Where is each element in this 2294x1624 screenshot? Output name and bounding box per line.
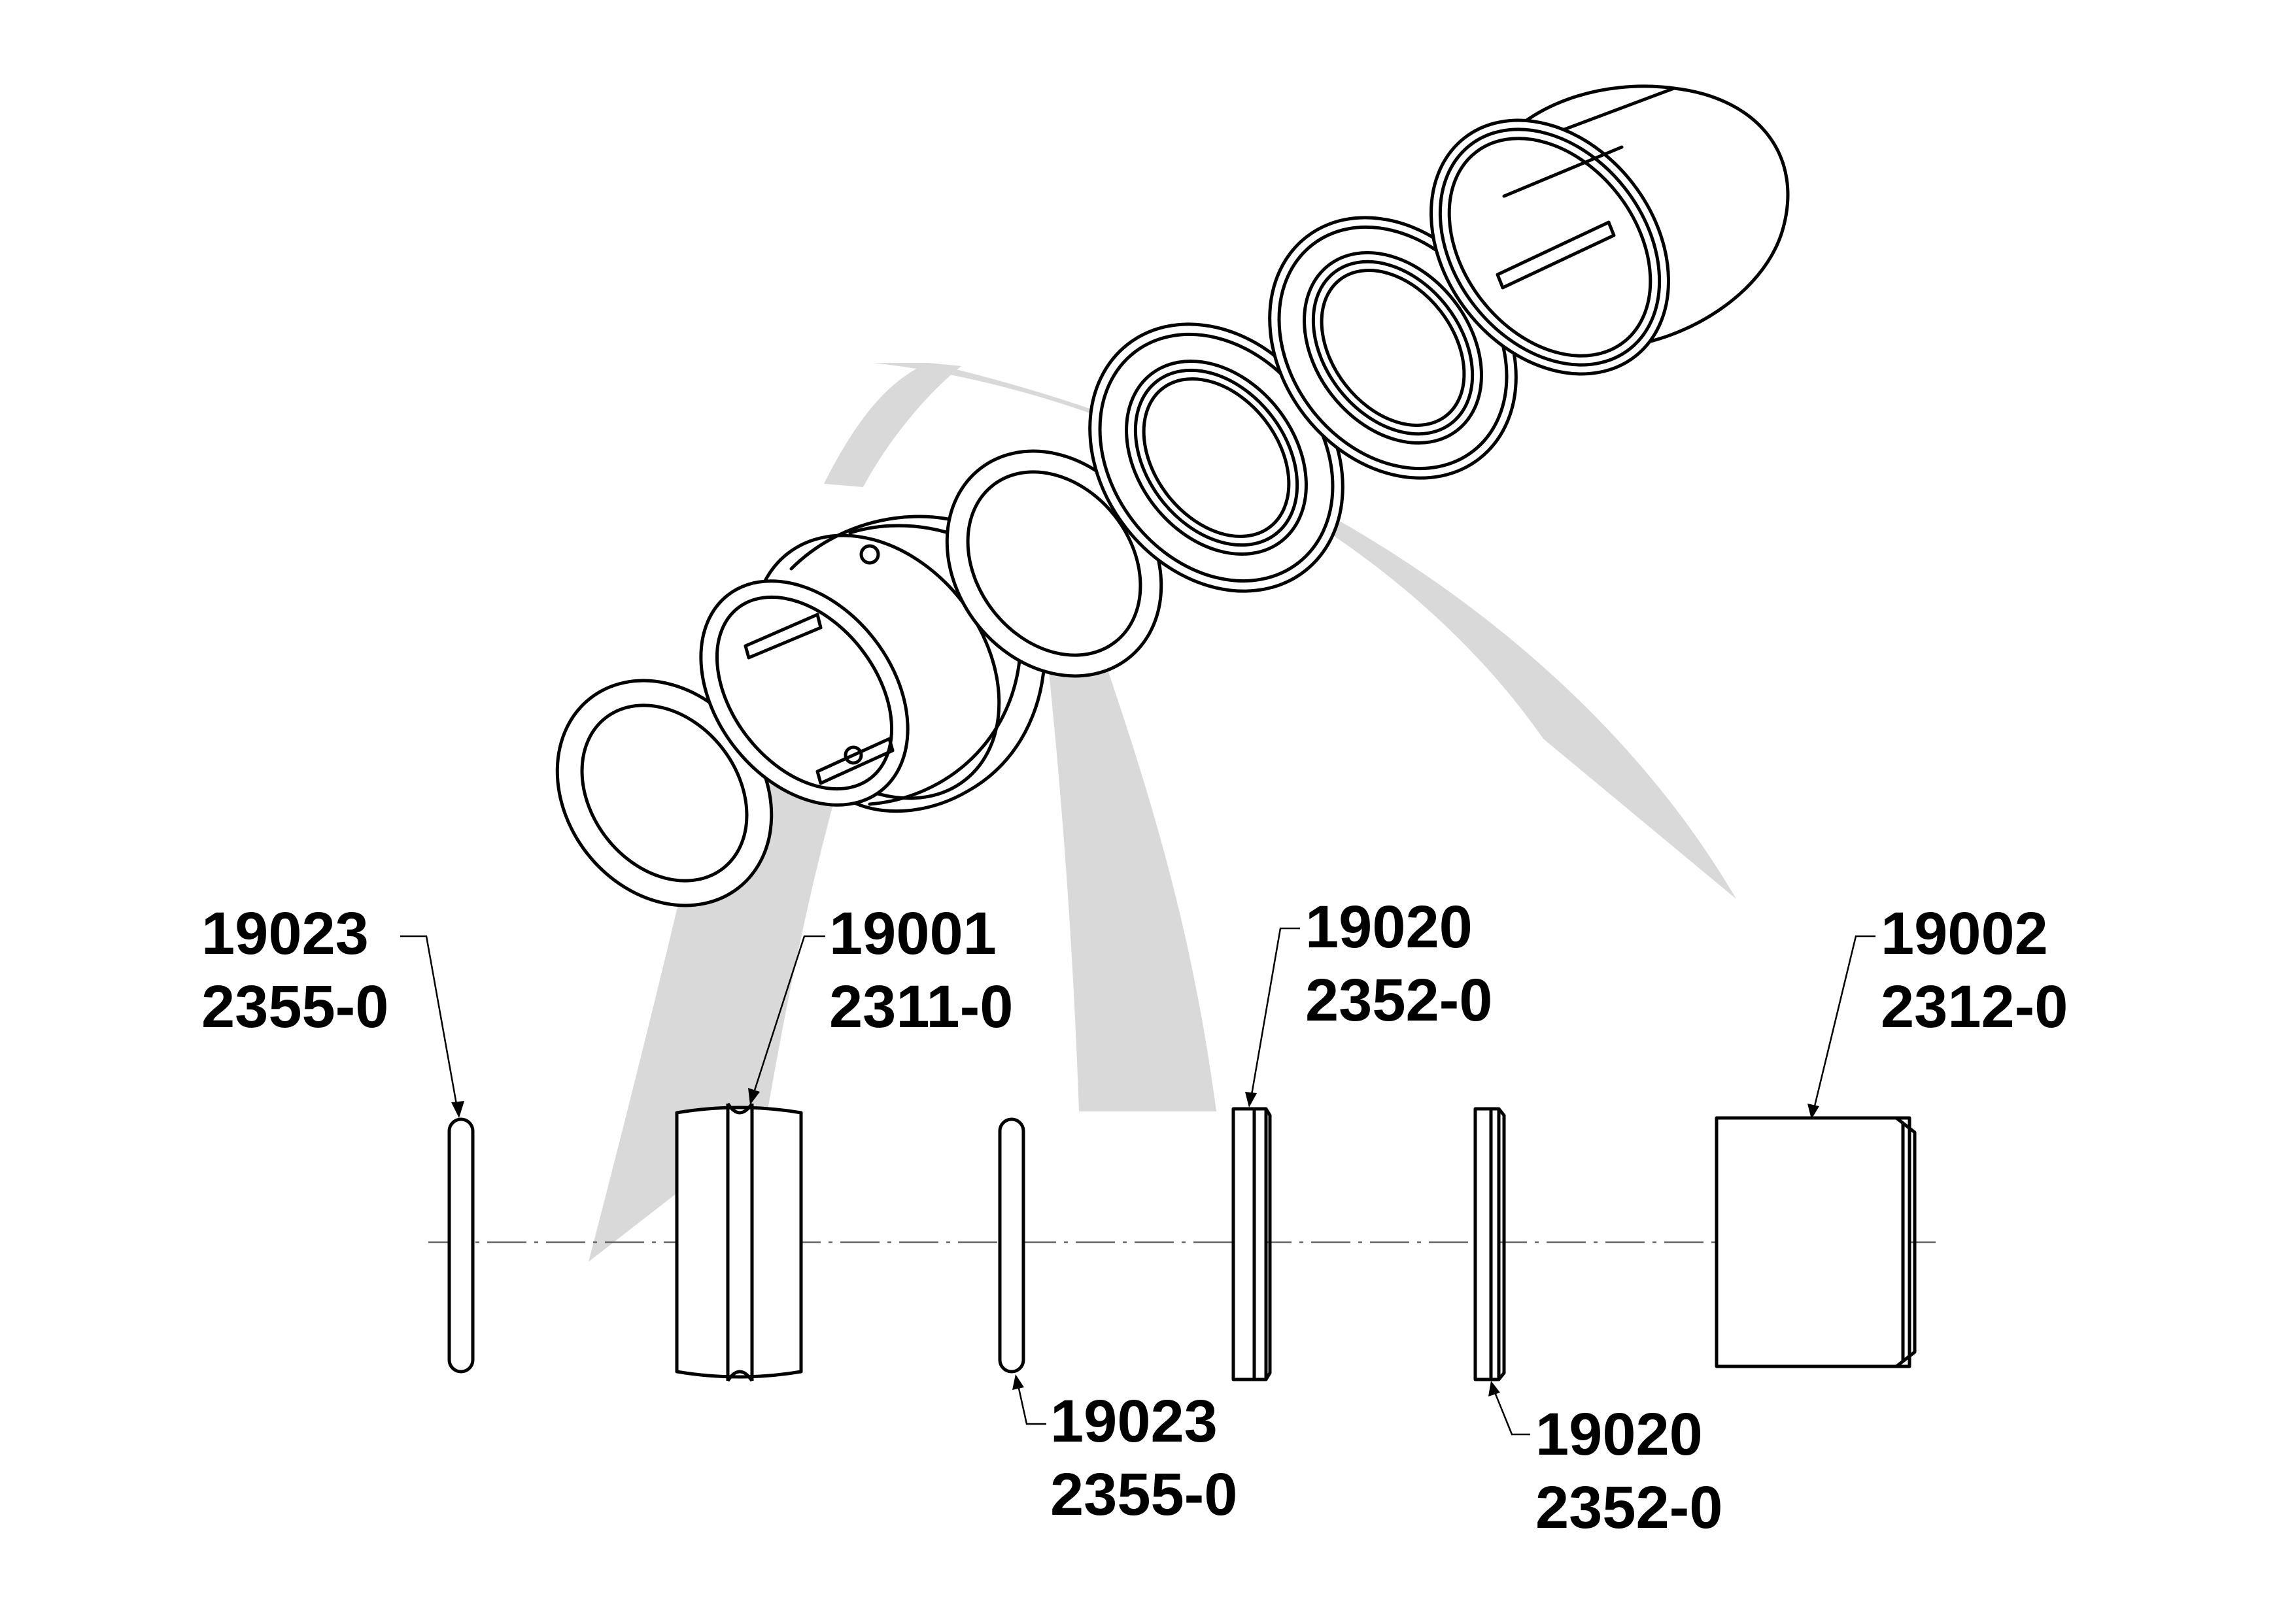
arrowhead-19020-bottom [1488, 1381, 1500, 1396]
callout-19023-left: 19023 2355-0 [201, 897, 388, 1043]
arrowhead-19001 [748, 1088, 760, 1105]
side-oring-19023-left [447, 1117, 475, 1374]
arrowhead-19023-left [451, 1101, 464, 1118]
drawing-number: 2311-0 [829, 973, 1014, 1040]
arrowhead-19002 [1807, 1104, 1819, 1119]
watermark-left-leg [589, 745, 850, 1262]
callout-19020-top: 19020 2352-0 [1305, 890, 1492, 1037]
drawing-number: 2312-0 [1881, 973, 2068, 1040]
leader-19023-mid [1016, 1379, 1046, 1425]
leader-lines [400, 927, 1875, 1436]
leader-arrowheads [451, 1088, 1819, 1396]
part-number: 19020 [1305, 894, 1473, 960]
watermark-logo [589, 363, 1736, 1262]
drawing-number: 2352-0 [1535, 1474, 1723, 1541]
part-number: 19002 [1881, 900, 2048, 967]
side-seal-19020-b [1473, 1107, 1506, 1381]
callout-19001: 19001 2311-0 [829, 897, 1013, 1043]
side-sleeve-19002 [1715, 1116, 1917, 1368]
callout-19023-mid: 19023 2355-0 [1050, 1385, 1237, 1531]
leader-19023-left [400, 935, 459, 1112]
leader-19020-top [1249, 927, 1300, 1103]
arrowhead-19020-top [1245, 1092, 1257, 1108]
side-seal-19020-a [1231, 1107, 1272, 1381]
arrowhead-19023-mid [1012, 1374, 1024, 1390]
iso-sleeve-19002 [1429, 84, 1790, 376]
watermark-middle-leg [1040, 569, 1216, 1111]
callout-19002: 19002 2312-0 [1881, 897, 2068, 1043]
side-housing-19001 [675, 1102, 803, 1382]
leader-19001 [751, 935, 825, 1099]
side-oring-19023-mid [998, 1117, 1025, 1374]
side-view [428, 1102, 1936, 1382]
drawing-number: 2355-0 [201, 973, 389, 1040]
drawing-number: 2355-0 [1050, 1461, 1238, 1528]
part-number: 19020 [1535, 1401, 1703, 1468]
watermark-crossbar-hook [824, 363, 961, 487]
part-number: 19001 [829, 900, 997, 967]
drawing-number: 2352-0 [1305, 967, 1493, 1034]
isometric-view [555, 84, 1790, 907]
part-number: 19023 [201, 900, 369, 967]
leader-19020-bottom [1491, 1385, 1530, 1436]
leader-19002 [1811, 935, 1875, 1115]
part-number: 19023 [1050, 1388, 1218, 1455]
callout-19020-bottom: 19020 2352-0 [1535, 1398, 1722, 1544]
